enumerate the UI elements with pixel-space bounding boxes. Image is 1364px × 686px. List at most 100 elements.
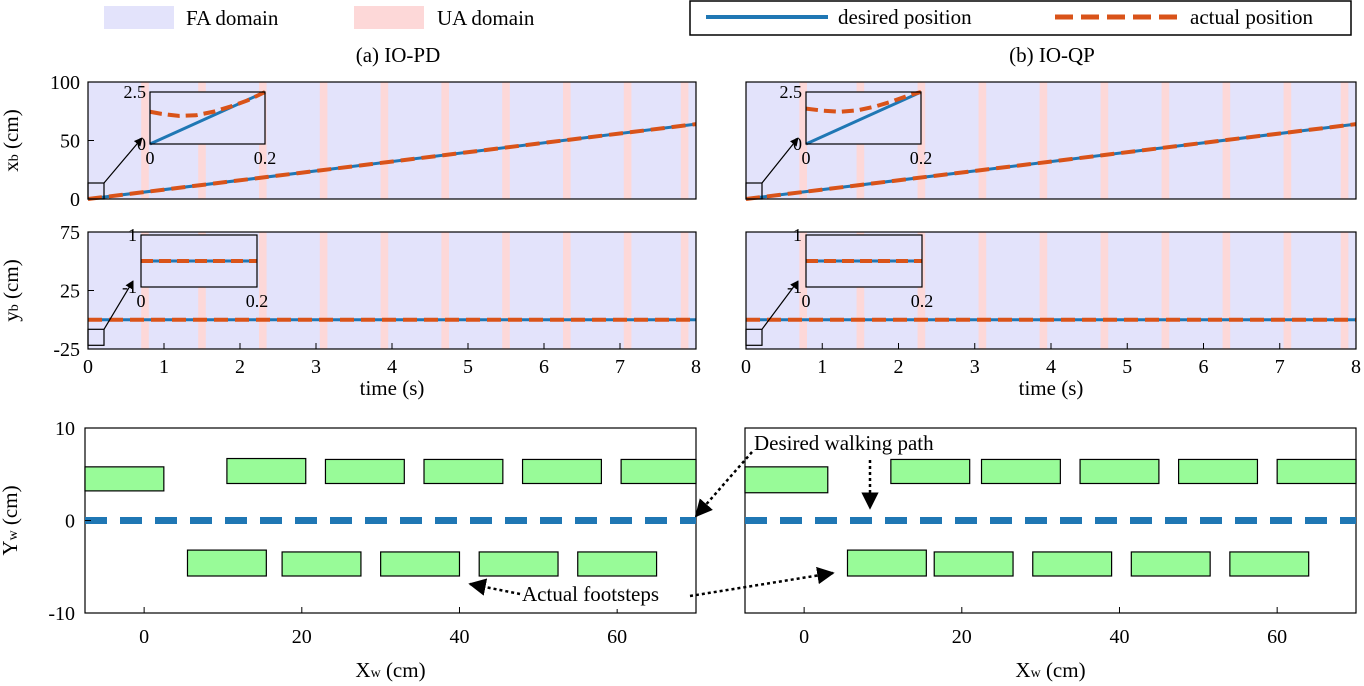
y-tick-label: 0 [70,189,80,211]
x-tick-label: 20 [952,626,972,648]
footstep [933,551,1014,577]
y-axis-label: xb (cm) [0,109,23,171]
footstep [1276,458,1357,485]
path-label-bg [750,429,972,457]
zoom-box [87,182,105,200]
x-tick-label: 40 [449,626,469,648]
legend-ua-swatch [354,6,424,29]
y-tick-label: 25 [60,281,80,303]
inset-x-tick-label: 0.2 [910,148,933,168]
inset-actual-line [805,90,922,114]
ua-domain-band [441,82,449,199]
steps-label: Actual footsteps [522,582,659,606]
y-axis-label: yb (cm) [0,259,23,321]
footstep [890,458,971,485]
x-tick-label: 8 [691,356,701,378]
x-axis-label: time (s) [360,376,425,400]
x-tick-label: 6 [1199,356,1209,378]
ua-domain-band [799,232,807,349]
x-tick-label: 60 [607,626,627,648]
x-axis-label: Xw (cm) [1015,658,1085,682]
annotations: Desired walking path Actual footsteps [468,429,972,609]
footstep [324,458,405,485]
y-tick-label: -10 [48,603,75,625]
footstep [577,551,658,577]
y-tick-label: 50 [60,131,80,153]
x-tick-label: 8 [1351,356,1361,378]
axes-frame [745,81,1357,200]
ua-domain-band [502,232,510,349]
legend-fa-swatch [104,6,174,29]
panel-b-title: (b) IO-QP [1009,43,1095,67]
x-tick-label: 3 [311,356,321,378]
inset-x-tick-label: 0 [802,291,811,311]
x-axis-label: time (s) [1019,376,1084,400]
inset-frame [805,234,923,288]
ua-domain-band [1340,232,1349,349]
footstep [1130,551,1211,577]
footstep [846,549,927,577]
footstep [84,466,165,492]
legend-actual-label: actual position [1190,5,1314,29]
actual-position-line [87,122,697,201]
footstep [186,549,267,577]
zoom-box [745,182,763,200]
ua-domain-band [441,232,449,349]
y-tick-label: 100 [50,72,80,94]
ua-domain-band [319,232,328,349]
footstep [380,551,461,577]
inset-x-tick-label: 0.2 [254,148,277,168]
footstep [1178,458,1259,485]
inset-y-tick-label: 2.5 [780,82,803,102]
ua-domain-band [380,232,389,349]
footstep [744,466,829,494]
legend-desired-label: desired position [838,5,972,29]
steps-arrow-right [689,566,835,598]
footstep [226,457,307,485]
x-tick-label: 6 [539,356,549,378]
x-tick-label: 5 [1122,356,1132,378]
ua-domain-band [502,82,510,199]
ua-domain-band [198,232,206,349]
x-tick-label: 1 [159,356,169,378]
inset-x-tick-label: 0 [146,148,155,168]
legend-domains: FA domain UA domain [104,6,535,30]
x-tick-label: 3 [970,356,980,378]
ua-domain-band [1161,82,1170,199]
inset-desired-line [805,90,922,146]
x-tick-label: 4 [1046,356,1056,378]
y-tick-label: 0 [65,511,75,533]
y-tick-label: 75 [60,222,80,244]
inset-y-tick-label: 1 [793,225,802,245]
inset-frame [805,91,922,145]
ua-domain-band [319,82,328,199]
ua-domain-band [623,232,632,349]
footstep [423,458,504,485]
x-tick-label: 5 [463,356,473,378]
inset-y-tick-label: 0 [137,134,146,154]
x-tick-label: 1 [817,356,827,378]
footstep [281,551,362,577]
y-tick-label: -25 [53,339,80,361]
ua-domain-band [1100,82,1109,199]
zoom-arrow [761,137,799,184]
inset-y-tick-label: 0 [793,134,802,154]
ua-domain-band [799,82,807,199]
footstep [478,551,559,577]
y-tick-label: 10 [55,418,75,440]
x-tick-label: 0 [799,626,809,648]
ua-domain-band [978,232,987,349]
ua-domain-band [1340,82,1349,199]
ua-domain-band [1100,232,1109,349]
ua-domain-band [141,82,149,199]
inset-x-tick-label: 0.2 [911,291,934,311]
zoom-arrow [103,280,134,330]
inset-actual-line [149,90,266,118]
ua-domain-band [1283,232,1292,349]
x-tick-label: 60 [1267,626,1287,648]
